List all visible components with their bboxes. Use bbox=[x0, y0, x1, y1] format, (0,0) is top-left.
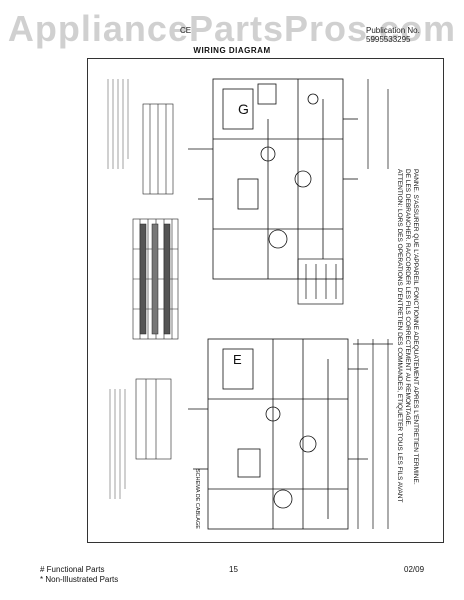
left-notes bbox=[107, 79, 129, 499]
wiring-diagram-frame: G E bbox=[87, 58, 444, 543]
schema-label-block: SCHEMA DE CABLAGE bbox=[194, 469, 200, 529]
gas-table bbox=[139, 223, 171, 335]
section-label-g: G bbox=[238, 101, 249, 117]
warning-line-1: ATTENTION: LORS DES OPERATIONS D'ENTRETI… bbox=[396, 169, 403, 503]
schema-label: SCHEMA DE CABLAGE bbox=[194, 469, 200, 529]
warning-line-3: PANNE. S'ASSURER QUE L'APPAREIL FONCTION… bbox=[412, 169, 419, 485]
functional-parts-note: # Functional Parts bbox=[40, 565, 105, 574]
lower-schematic bbox=[188, 338, 368, 530]
section-label-e: E bbox=[233, 352, 242, 367]
legend-box bbox=[297, 258, 344, 305]
warning-block: ATTENTION: LORS DES OPERATIONS D'ENTRETI… bbox=[396, 169, 419, 503]
warning-line-2: DE LES DEBRANCHER. RACCORDER LES FILS CO… bbox=[404, 169, 411, 427]
page-title: WIRING DIAGRAM bbox=[193, 46, 271, 55]
publication-number: Publication No. 5995533295 bbox=[366, 26, 420, 44]
right-terminals bbox=[353, 79, 393, 529]
upper-schematic bbox=[188, 78, 358, 280]
page-number: 15 bbox=[229, 565, 238, 574]
watermark-logo: AppliancePartsPros.com bbox=[7, 8, 457, 49]
model-label: CE bbox=[180, 26, 192, 35]
wiring-diagram-drawing: G E bbox=[107, 78, 419, 530]
non-illustrated-note: * Non-Illustrated Parts bbox=[40, 575, 119, 584]
date-label: 02/09 bbox=[404, 565, 425, 574]
